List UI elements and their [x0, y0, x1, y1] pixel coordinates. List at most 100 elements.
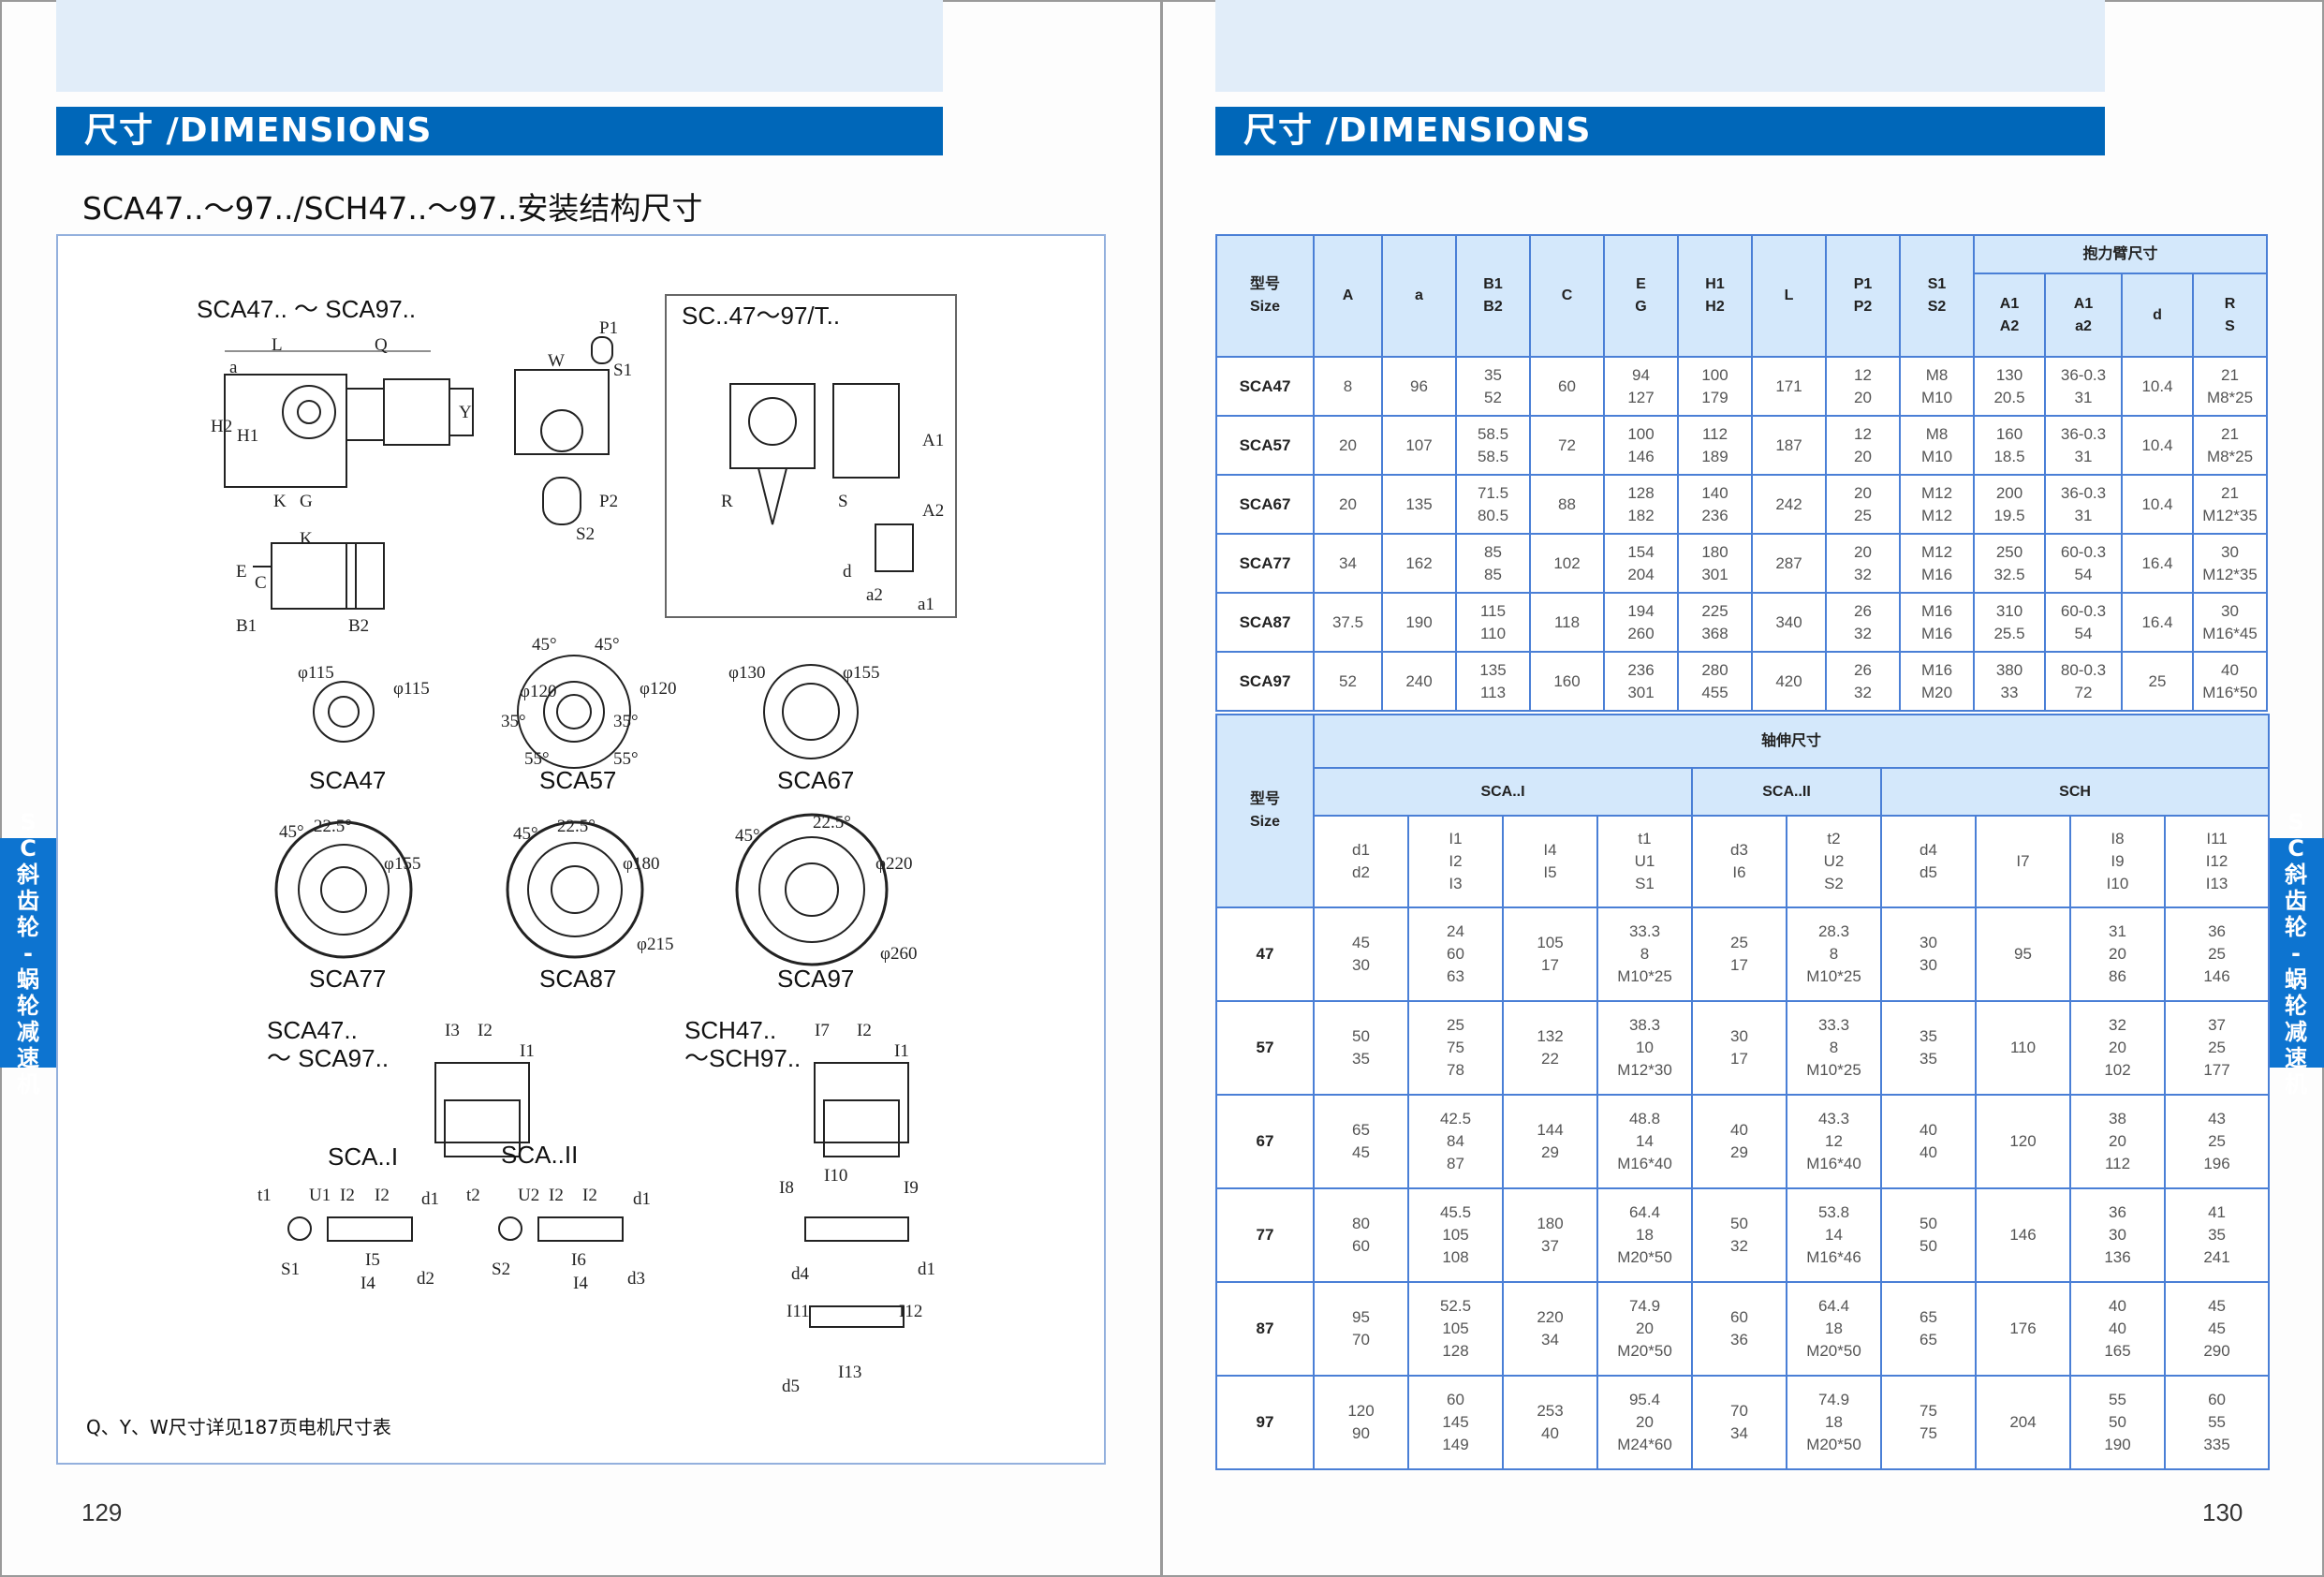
table-cell: 45 45 290: [2163, 1281, 2271, 1377]
column-header: P1 P2: [1825, 234, 1901, 358]
table-cell: 160 18.5: [1973, 415, 2046, 476]
dimension-mark: 45°: [532, 635, 557, 655]
dimension-mark: Y: [459, 403, 472, 422]
table-cell: 85 85: [1455, 533, 1531, 594]
table-cell: 176: [1975, 1281, 2071, 1377]
table-cell: 120 90: [1313, 1375, 1409, 1470]
table-cell: 26 32: [1825, 651, 1901, 712]
dimension-mark: I1: [520, 1041, 535, 1061]
table-cell: 25 75 78: [1407, 1000, 1504, 1096]
dimension-mark: I2: [375, 1186, 390, 1205]
table-cell: 58.5 58.5: [1455, 415, 1531, 476]
column-header: I7: [1975, 815, 2071, 908]
table-cell: 140 236: [1677, 474, 1753, 535]
dimension-mark: t1: [257, 1186, 272, 1205]
sca-shaft-top: [434, 1062, 530, 1157]
label-torque-arm-view: SC..47～97/T..: [682, 302, 841, 330]
dimension-mark: E: [236, 562, 247, 582]
flange-sca77: [274, 820, 413, 959]
table-cell: 107: [1381, 415, 1457, 476]
right-top-band: [1215, 0, 2105, 92]
dimension-mark: U2: [518, 1186, 540, 1205]
column-header: E G: [1603, 234, 1679, 358]
sch-shaft: [804, 1216, 909, 1328]
label-sca-range: SCA47.. ～ SCA97..: [267, 1016, 390, 1072]
right-side-tab: S C 斜 齿 轮 - 蜗 轮 减 速 机: [2268, 809, 2324, 1098]
size-cell: SCA57: [1215, 415, 1315, 476]
dimension-mark: U1: [309, 1186, 331, 1205]
table-cell: 236 301: [1603, 651, 1679, 712]
left-side-tab: S C 斜 齿 轮 - 蜗 轮 减 速 机: [0, 809, 56, 1098]
sca-ii-shaft: [498, 1216, 624, 1242]
left-subtitle: SCA47..～97../SCH47..～97..安装结构尺寸: [82, 190, 703, 227]
dimension-mark: φ220: [875, 854, 913, 874]
torque-arm-drawing: [729, 383, 914, 572]
dimension-mark: S2: [576, 524, 596, 544]
table-cell: 21 M8*25: [2191, 356, 2269, 417]
table-cell: 74.9 20 M20*50: [1596, 1281, 1693, 1377]
table-cell: 40 40: [1880, 1094, 1977, 1189]
table-cell: 35 52: [1455, 356, 1531, 417]
table-cell: 30 17: [1691, 1000, 1787, 1096]
dimension-mark: d1: [633, 1189, 651, 1209]
size-cell: 77: [1215, 1187, 1315, 1283]
column-header: B1 B2: [1455, 234, 1531, 358]
table-cell: 30 30: [1880, 906, 1977, 1002]
dimension-mark: K: [300, 529, 313, 549]
table-cell: 20 25: [1825, 474, 1901, 535]
table-cell: 160: [1529, 651, 1605, 712]
group-header: SCH: [1879, 767, 2271, 817]
table-cell: 190: [1381, 592, 1457, 653]
table-cell: 60 36: [1691, 1281, 1787, 1377]
table-cell: 24 60 63: [1407, 906, 1504, 1002]
group-header: SCA..II: [1691, 767, 1882, 817]
size-cell: SCA87: [1215, 592, 1315, 653]
label-flange-57: SCA57: [539, 766, 617, 794]
table-cell: 34: [1313, 533, 1383, 594]
dimension-mark: S1: [613, 361, 633, 380]
table-cell: 52: [1313, 651, 1383, 712]
column-header: C: [1529, 234, 1605, 358]
label-sca-ii: SCA..II: [501, 1141, 579, 1169]
dimension-mark: φ215: [637, 935, 674, 954]
table-cell: 45 30: [1313, 906, 1409, 1002]
table-cell: 162: [1381, 533, 1457, 594]
table-cell: 200 19.5: [1973, 474, 2046, 535]
dimension-mark: I6: [571, 1250, 586, 1270]
table-cell: 16.4: [2121, 592, 2194, 653]
dimension-mark: I8: [779, 1178, 794, 1198]
table-cell: 95.4 20 M24*60: [1596, 1375, 1693, 1470]
table-cell: 64.4 18 M20*50: [1596, 1187, 1693, 1283]
table-cell: 65 45: [1313, 1094, 1409, 1189]
table-cell: 12 20: [1825, 415, 1901, 476]
dimension-mark: d1: [918, 1260, 935, 1279]
dimension-mark: R: [721, 492, 733, 511]
dimension-mark: φ155: [843, 663, 880, 683]
dimension-mark: d3: [627, 1269, 645, 1289]
dimension-mark: 45°: [279, 822, 304, 842]
table-cell: 10.4: [2121, 415, 2194, 476]
column-header: d3 I6: [1691, 815, 1787, 908]
table-cell: 253 40: [1502, 1375, 1598, 1470]
table-cell: 50 35: [1313, 1000, 1409, 1096]
table-cell: 194 260: [1603, 592, 1679, 653]
size-cell: 67: [1215, 1094, 1315, 1189]
table-cell: 25: [2121, 651, 2194, 712]
gearbox-side-view: [224, 350, 474, 488]
table-cell: 28.3 8 M10*25: [1786, 906, 1882, 1002]
shaft-title-header: 轴伸尺寸: [1312, 714, 2271, 769]
table-cell: 10.4: [2121, 474, 2194, 535]
table-cell: 36-0.3 31: [2044, 474, 2123, 535]
table-cell: 225 368: [1677, 592, 1753, 653]
table-cell: 171: [1751, 356, 1827, 417]
dimension-mark: φ120: [520, 682, 557, 701]
dimension-mark: 35°: [501, 712, 526, 731]
label-main-view: SCA47.. ～ SCA97..: [197, 295, 417, 323]
footnote: Q、Y、W尺寸详见187页电机尺寸表: [86, 1416, 391, 1438]
table-cell: 132 22: [1502, 1000, 1598, 1096]
